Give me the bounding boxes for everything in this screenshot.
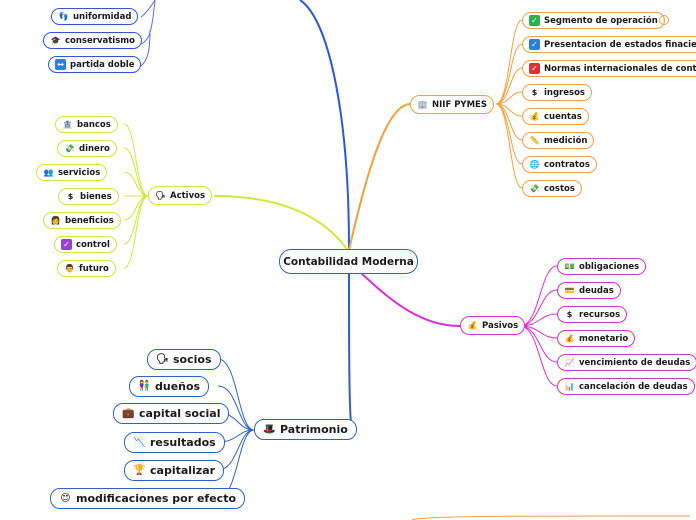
activos-item-dinero[interactable]: 💸 dinero <box>57 140 117 157</box>
pasivos-item-monetario[interactable]: 💰 monetario <box>557 330 636 347</box>
chart-down-icon: 📉 <box>133 437 146 448</box>
dollar-icon: $ <box>566 310 573 319</box>
tophat-money-icon: 🎩 <box>263 424 276 435</box>
footprints-icon: 👣 <box>58 12 69 21</box>
check-red-icon: ✓ <box>529 63 540 74</box>
trophy-icon: 🏆 <box>133 465 146 476</box>
activos-item-servicios[interactable]: 👥 servicios <box>36 164 108 181</box>
ruler-icon: 📏 <box>529 136 540 145</box>
pasivos-item-deudas[interactable]: 💳 deudas <box>557 282 621 299</box>
woman-icon: 👩 <box>50 216 61 225</box>
patrimonio-item-capitalizar[interactable]: 🏆 capitalizar <box>124 460 225 481</box>
patrimonio-item-socios[interactable]: 🗣 socios <box>147 349 221 370</box>
patrimonio-node[interactable]: 🎩 Patrimonio <box>254 419 357 440</box>
left-right-arrow-icon: ↔ <box>55 59 66 70</box>
niif-item-medicion[interactable]: 📏 medición <box>522 132 595 149</box>
patrimonio-item-duenos[interactable]: 👫 dueños <box>129 376 210 397</box>
face-icon: 😊 <box>60 493 71 504</box>
activos-item-bienes[interactable]: $ bienes <box>58 188 119 205</box>
check-purple-icon: ✓ <box>61 239 72 250</box>
graduation-cap-icon: 🎓 <box>50 36 61 45</box>
globe-icon: 🌐 <box>529 160 540 169</box>
niif-item-presentacion[interactable]: ✓ Presentacion de estados finacieros <box>522 36 696 53</box>
pasivos-item-vencimiento[interactable]: 📈 vencimiento de deudas <box>557 354 696 371</box>
niif-item-costos[interactable]: 💸 costos <box>522 180 582 197</box>
activos-item-beneficios[interactable]: 👩 beneficios <box>43 212 121 229</box>
check-green-icon: ✓ <box>529 15 540 26</box>
money-bag-icon: 💰 <box>529 112 540 121</box>
root-node[interactable]: Contabilidad Moderna <box>279 249 418 274</box>
money-wings-icon: 💸 <box>529 184 540 193</box>
man-icon: 👨 <box>64 264 75 273</box>
patrimonio-item-resultados[interactable]: 📉 resultados <box>124 432 225 453</box>
niif-pymes-node[interactable]: 🏢 NIIF PYMES <box>410 95 494 114</box>
pasivos-node[interactable]: 💰 Pasivos <box>460 316 526 335</box>
bar-chart-icon: 📊 <box>564 382 575 391</box>
money-wings-icon: 💸 <box>64 144 75 153</box>
niif-item-segmento[interactable]: ✓ Segmento de operación <box>522 12 665 29</box>
info-badge-icon[interactable]: i <box>659 15 669 25</box>
niif-item-normas[interactable]: ✓ Normas internacionales de contabilidad <box>522 60 696 77</box>
check-blue-icon: ✓ <box>529 39 540 50</box>
pasivos-item-cancelacion[interactable]: 📊 cancelación de deudas <box>557 378 695 395</box>
money-bag-icon: 💰 <box>467 321 478 330</box>
chart-up-icon: 📈 <box>564 358 575 367</box>
patrimonio-item-modificaciones[interactable]: 😊 modificaciones por efecto <box>50 488 246 509</box>
activos-node[interactable]: 🗣 Activos <box>148 186 213 205</box>
couple-icon: 👫 <box>138 381 151 392</box>
money-bag-icon: 💰 <box>564 334 575 343</box>
top-item-conservatismo[interactable]: 🎓 conservatismo <box>43 32 142 49</box>
briefcase-icon: 💼 <box>122 408 135 419</box>
activos-item-futuro[interactable]: 👨 futuro <box>57 260 116 277</box>
top-item-uniformidad[interactable]: 👣 uniformidad <box>51 8 139 25</box>
activos-item-bancos[interactable]: 🏦 bancos <box>55 116 118 133</box>
niif-item-ingresos[interactable]: $ ingresos <box>522 84 592 101</box>
patrimonio-item-capital-social[interactable]: 💼 capital social <box>113 403 230 424</box>
people-icon: 👥 <box>43 168 54 177</box>
niif-item-contratos[interactable]: 🌐 contratos <box>522 156 597 173</box>
niif-item-cuentas[interactable]: 💰 cuentas <box>522 108 589 125</box>
banknote-icon: 💵 <box>564 262 575 271</box>
top-item-partida-doble[interactable]: ↔ partida doble <box>48 56 142 73</box>
pasivos-item-obligaciones[interactable]: 💵 obligaciones <box>557 258 647 275</box>
building-icon: 🏢 <box>417 100 428 109</box>
bank-icon: 🏦 <box>62 120 73 129</box>
credit-card-icon: 💳 <box>564 286 575 295</box>
speaking-head-icon: 🗣 <box>156 354 169 365</box>
speaking-head-icon: 🗣 <box>155 191 166 200</box>
activos-item-control[interactable]: ✓ control <box>54 236 117 253</box>
dollar-icon: $ <box>531 88 538 97</box>
dollar-icon: $ <box>67 192 74 201</box>
pasivos-item-recursos[interactable]: $ recursos <box>557 306 628 323</box>
